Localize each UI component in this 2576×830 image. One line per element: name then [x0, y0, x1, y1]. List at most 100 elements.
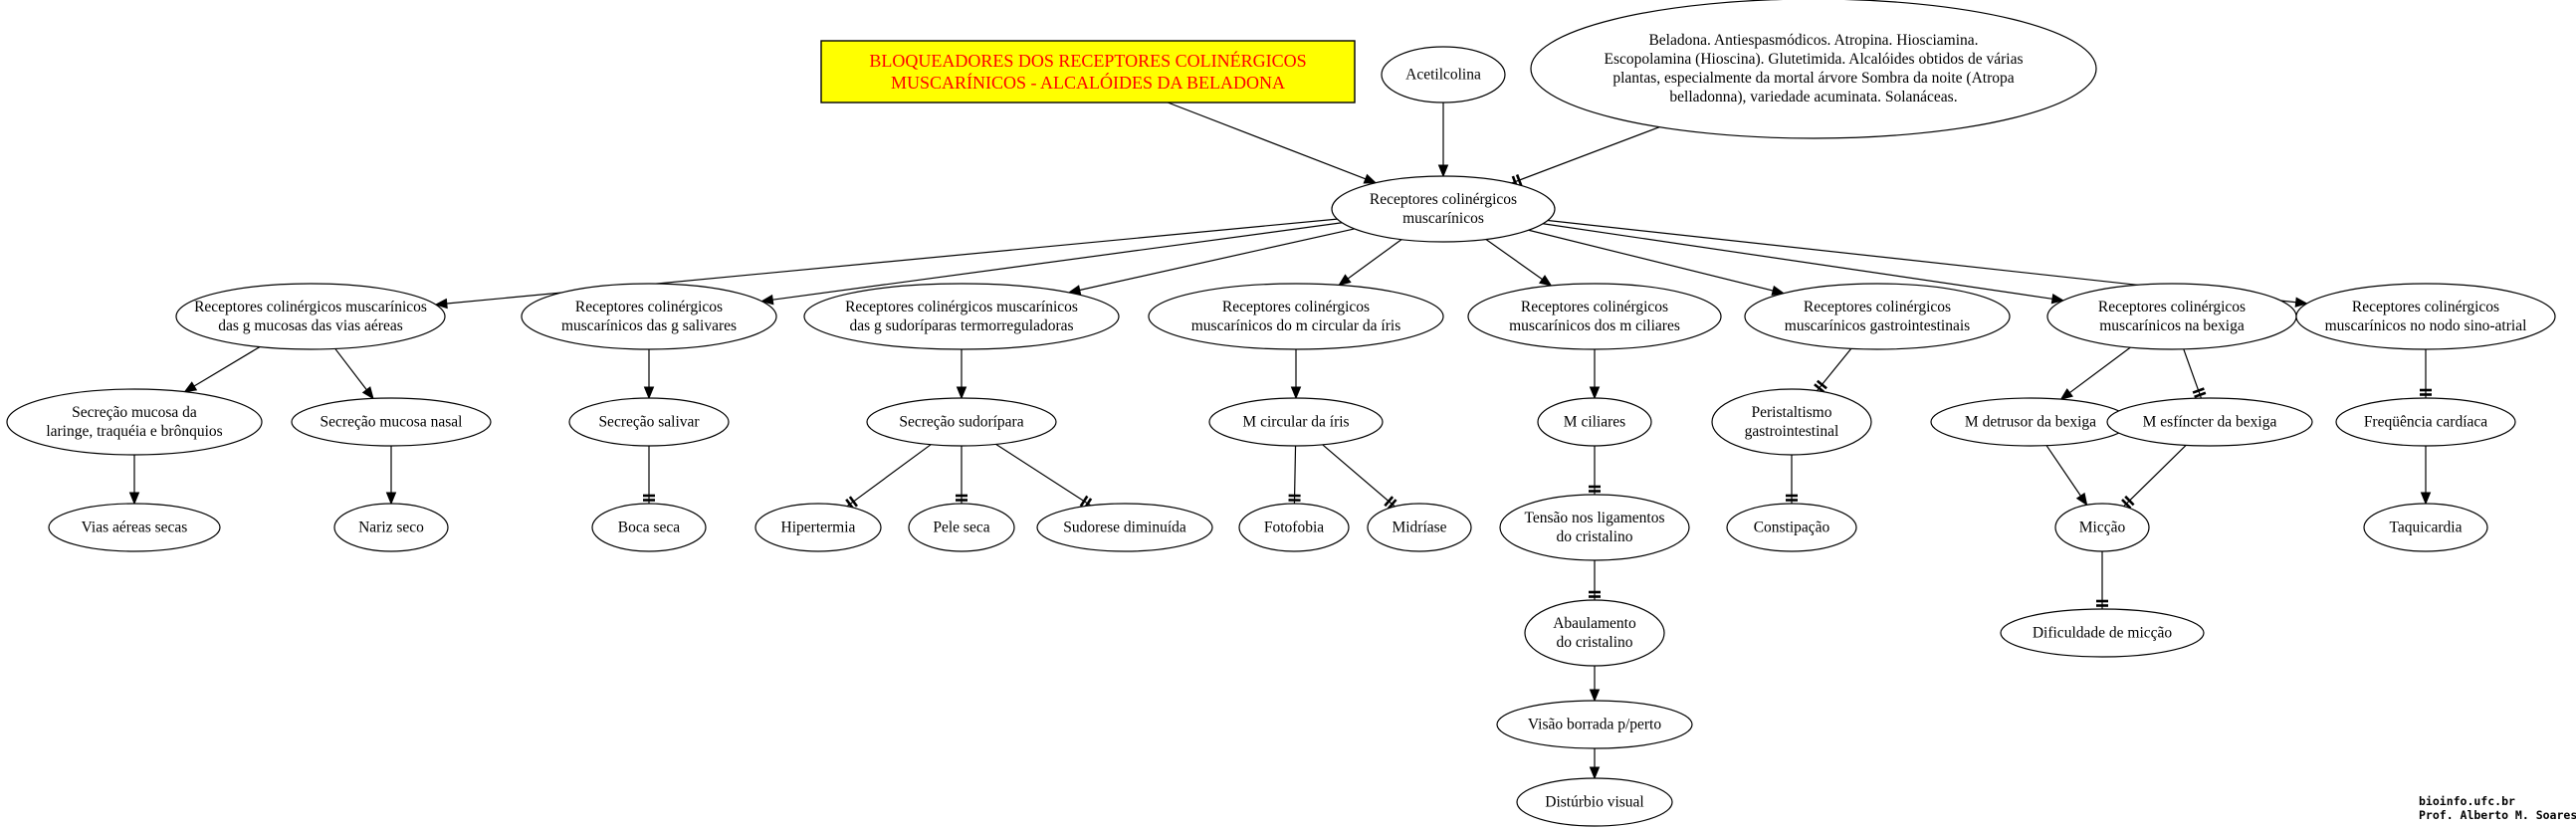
node-ellipse	[6, 388, 263, 456]
arrowhead-icon	[361, 386, 374, 400]
node-ellipse	[1036, 503, 1213, 552]
node-label: M circular da íris	[1242, 414, 1349, 431]
edge-line	[2045, 445, 2081, 497]
node-label: Receptores colinérgicos muscarínicos	[845, 299, 1078, 315]
tee-bar-icon	[1384, 496, 1395, 508]
nodes-layer: BLOQUEADORES DOS RECEPTORES COLINÉRGICOS…	[6, 0, 2556, 827]
edge-rcm-to-g-salivares	[760, 222, 1343, 306]
node-secrecao-nasal[interactable]: Secreção mucosa nasal	[291, 397, 492, 447]
node-ellipse	[2046, 283, 2297, 350]
node-label: Visão borrada p/perto	[1528, 717, 1661, 733]
edge-beladona-to-rcm	[1511, 126, 1660, 188]
edge-g-salivares-to-secrecao-salivar	[643, 349, 655, 400]
node-vias-aereas[interactable]: Receptores colinérgicos muscarínicosdas …	[175, 283, 446, 350]
node-ellipse	[754, 503, 882, 552]
node-boca-seca[interactable]: Boca seca	[591, 503, 707, 552]
node-label: gastrointestinal	[1745, 423, 1839, 440]
node-ellipse	[591, 503, 707, 552]
node-constipacao[interactable]: Constipação	[1726, 503, 1857, 552]
node-nariz-seco[interactable]: Nariz seco	[333, 503, 449, 552]
node-ellipse	[291, 397, 492, 447]
arrowhead-icon	[385, 492, 397, 506]
node-secrecao-salivar[interactable]: Secreção salivar	[568, 397, 730, 447]
node-secrecao-sudoripara[interactable]: Secreção sudorípara	[866, 397, 1057, 447]
node-label: Beladona. Antiespasmódicos. Atropina. Hi…	[1648, 32, 1978, 49]
node-ellipse	[48, 503, 221, 552]
node-ellipse	[1238, 503, 1350, 552]
node-peristaltismo[interactable]: Peristaltismo gastrointestinal	[1711, 388, 1872, 456]
edge-title-to-rcm	[1167, 102, 1378, 184]
node-ellipse	[1331, 175, 1556, 243]
edge-line	[1347, 239, 1402, 280]
arrowhead-icon	[1538, 275, 1553, 287]
node-taquicardia[interactable]: Taquicardia	[2363, 503, 2488, 552]
node-label: Secreção mucosa da	[72, 404, 197, 421]
tee-bar-icon	[1387, 499, 1397, 511]
node-dificuldade[interactable]: Dificuldade de micção	[2000, 608, 2205, 658]
node-vias-secas[interactable]: Vias aéreas secas	[48, 503, 221, 552]
node-label: Freqüência cardíaca	[2364, 414, 2487, 431]
edge-line	[995, 443, 1092, 507]
node-label: Receptores colinérgicos	[2352, 299, 2499, 315]
node-visao[interactable]: Visão borrada p/perto	[1496, 700, 1693, 749]
edge-gastro-to-peristaltismo	[1814, 347, 1852, 393]
edge-vias-aereas-to-secrecao-laringe	[183, 346, 261, 393]
node-midriase[interactable]: Midríase	[1367, 503, 1472, 552]
node-m-circular[interactable]: M circular da íris	[1208, 397, 1384, 447]
node-beladona[interactable]: Beladona. Antiespasmódicos. Atropina. Hi…	[1530, 0, 2097, 139]
node-ellipse	[803, 283, 1120, 350]
node-disturbio[interactable]: Distúrbio visual	[1516, 777, 1673, 827]
node-label: Receptores colinérgicos	[1222, 299, 1370, 315]
edge-sudoriparas-to-secrecao-sudoripara	[956, 349, 967, 400]
node-acetilcolina[interactable]: Acetilcolina	[1381, 46, 1506, 104]
node-frequencia[interactable]: Freqüência cardíaca	[2335, 397, 2516, 447]
node-label: laringe, traquéia e brônquios	[46, 423, 222, 440]
edge-abaulamento-to-visao	[1589, 666, 1601, 703]
edge-detrusor-to-miccao	[2045, 445, 2088, 507]
edge-line	[1528, 229, 1774, 292]
node-label: Midríase	[1392, 519, 1446, 536]
node-miccao[interactable]: Micção	[2054, 503, 2150, 552]
edge-rcm-to-iris	[1338, 239, 1402, 287]
node-label: Secreção salivar	[598, 414, 700, 431]
node-label: Vias aéreas secas	[82, 519, 188, 536]
node-title[interactable]: BLOQUEADORES DOS RECEPTORES COLINÉRGICOS…	[820, 40, 1356, 104]
node-label: Peristaltismo	[1752, 404, 1832, 421]
node-label: Abaulamento	[1553, 615, 1636, 632]
edge-secrecao-salivar-to-boca-seca	[643, 446, 655, 504]
edge-tensao-to-abaulamento	[1589, 560, 1601, 600]
node-detrusor[interactable]: M detrusor da bexiga	[1930, 397, 2131, 447]
tee-bar-icon	[848, 496, 859, 508]
edge-acetilcolina-to-rcm	[1437, 103, 1449, 178]
arrowhead-icon	[1589, 386, 1601, 400]
edge-line	[334, 348, 367, 391]
tee-bar-icon	[2124, 495, 2135, 507]
edge-secrecao-sudoripara-to-sudorese	[995, 443, 1093, 510]
edge-line	[1167, 102, 1367, 180]
edge-line	[2069, 346, 2131, 394]
node-sudorese[interactable]: Sudorese diminuída	[1036, 503, 1213, 552]
node-m-ciliares[interactable]: M ciliares	[1537, 397, 1652, 447]
node-secrecao-laringe[interactable]: Secreção mucosa da laringe, traquéia e br…	[6, 388, 263, 456]
node-fotofobia[interactable]: Fotofobia	[1238, 503, 1350, 552]
node-ellipse	[2363, 503, 2488, 552]
arrowhead-icon	[1437, 164, 1449, 178]
node-sudoriparas[interactable]: Receptores colinérgicos muscarínicos das …	[803, 283, 1120, 350]
node-label: das g sudoríparas termorreguladoras	[849, 317, 1073, 334]
node-ellipse	[1744, 283, 2011, 350]
node-esfincter[interactable]: M esfíncter da bexiga	[2106, 397, 2313, 447]
node-hipertermia[interactable]: Hipertermia	[754, 503, 882, 552]
node-label: Receptores colinérgicos	[2098, 299, 2246, 315]
node-label: M detrusor da bexiga	[1965, 414, 2096, 431]
node-pele-seca[interactable]: Pele seca	[908, 503, 1015, 552]
